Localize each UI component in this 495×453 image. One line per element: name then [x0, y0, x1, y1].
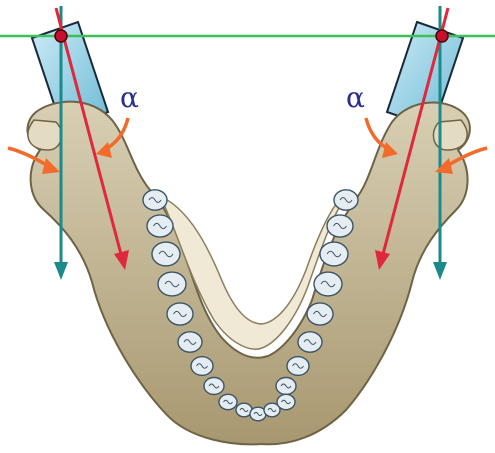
left-angle-label: α: [120, 84, 139, 112]
right-condyle-marker: [436, 30, 448, 42]
right-angle-label: α: [346, 84, 365, 112]
left-condyle-marker: [55, 30, 67, 42]
